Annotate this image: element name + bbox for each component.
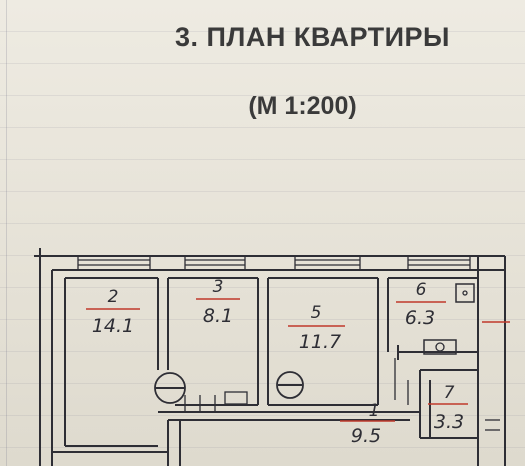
room-2-number: 2	[108, 287, 119, 307]
page-title: 3. ПЛАН КВАРТИРЫ	[175, 22, 450, 52]
scale-label: (М 1:200)	[248, 92, 357, 120]
room-3-number: 3	[213, 277, 224, 297]
room-7-number: 7	[444, 383, 455, 403]
room-3-area: 8.1	[203, 305, 233, 327]
margin-line	[6, 0, 7, 466]
room-6-area: 6.3	[405, 307, 435, 329]
room-5-number: 5	[311, 303, 322, 323]
room-5-area: 11.7	[299, 331, 341, 353]
room-1-area: 9.5	[351, 425, 381, 447]
room-2-area: 14.1	[92, 315, 134, 337]
room-1-number: 1	[369, 401, 380, 421]
room-6-number: 6	[416, 280, 427, 300]
room-7-area: 3.3	[434, 411, 464, 433]
